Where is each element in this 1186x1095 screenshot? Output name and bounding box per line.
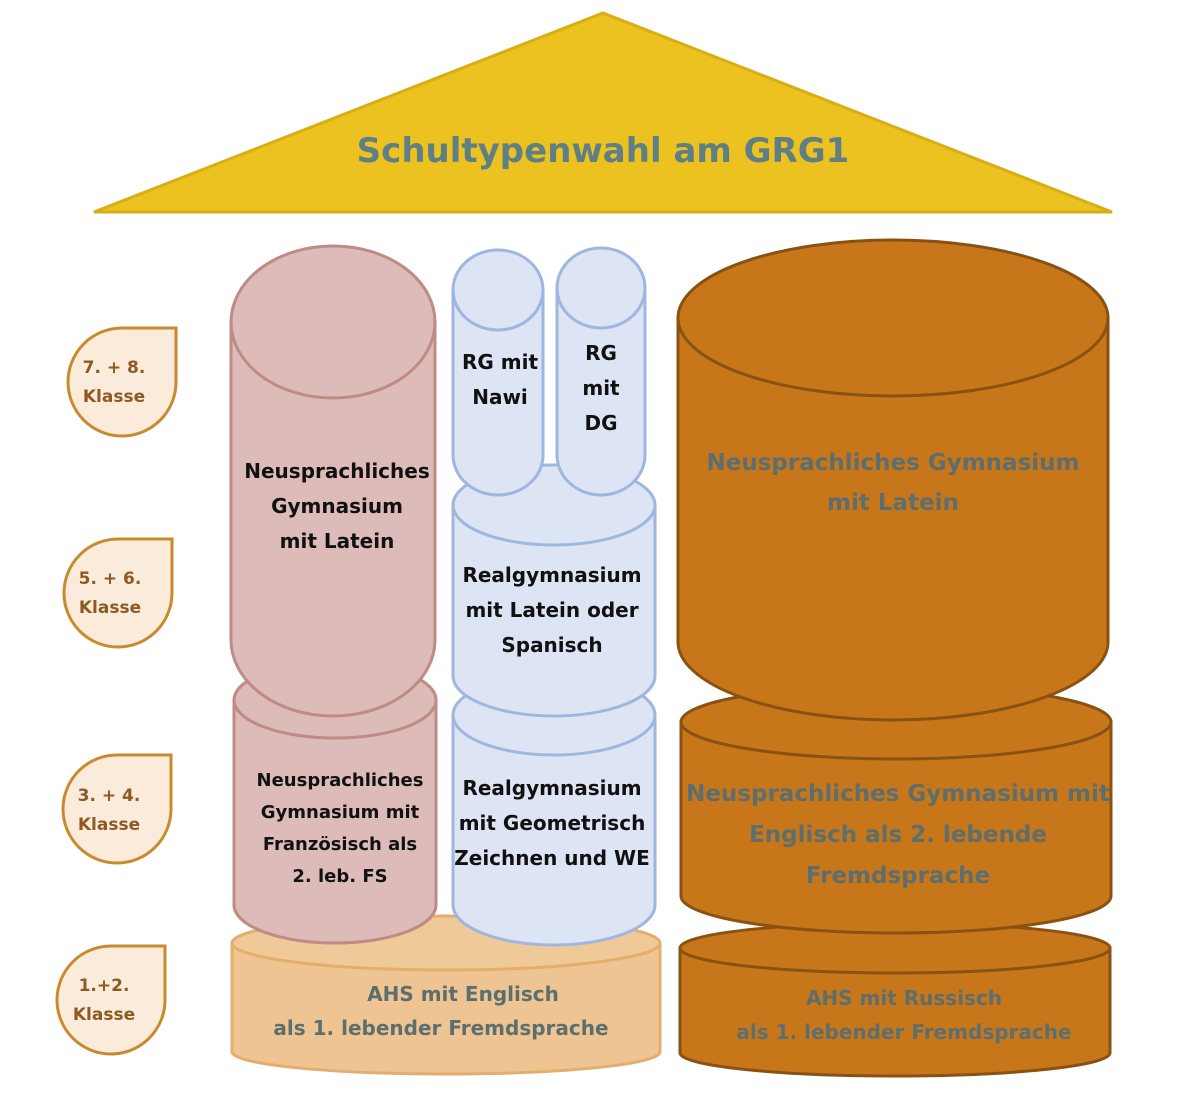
cylinder-ahs-russisch (678, 921, 1112, 1078)
grade-badge-5-6: 5. + 6. Klasse (62, 537, 174, 649)
grade-5-6-line2: Klasse (79, 598, 141, 618)
grade-badge-1-2: 1.+2. Klasse (55, 944, 167, 1056)
label-rg-dg-1: RG (585, 341, 617, 365)
label-ahs-russisch-2: als 1. lebender Fremdsprache (736, 1020, 1071, 1044)
grade-5-6-line1: 5. + 6. (79, 569, 142, 589)
label-rg-dg-2: mit (582, 376, 620, 400)
label-franz-3: Französisch als (263, 834, 417, 855)
grade-1-2-line1: 1.+2. (79, 976, 130, 996)
label-rg-nawi-2: Nawi (472, 385, 528, 409)
label-pink-latein-1: Neusprachliches (244, 459, 430, 483)
grade-badge-3-4: 3. + 4. Klasse (61, 753, 173, 865)
label-pink-latein-3: mit Latein (280, 529, 395, 553)
cylinder-neusprachlich-latein-pink (229, 244, 437, 718)
label-rg-geo-2: mit Geometrisch (459, 811, 646, 835)
label-franz-4: 2. leb. FS (292, 866, 387, 887)
label-rg-geo-1: Realgymnasium (462, 776, 641, 800)
label-rg-latein-1: Realgymnasium (462, 563, 641, 587)
label-rg-latein-2: mit Latein oder (465, 598, 638, 622)
cylinder-rg-latein-spanisch (451, 463, 657, 718)
label-rg-nawi-1: RG mit (462, 350, 538, 374)
grade-7-8-line1: 7. + 8. (83, 358, 146, 378)
label-orange-englisch-2: Englisch als 2. lebende (749, 822, 1047, 848)
label-franz-2: Gymnasium mit (261, 802, 420, 823)
label-rg-dg-3: DG (584, 411, 617, 435)
label-rg-geo-3: Zeichnen und WE (454, 846, 650, 870)
grade-badge-7-8: 7. + 8. Klasse (66, 326, 178, 438)
grade-1-2-line2: Klasse (73, 1005, 135, 1025)
label-orange-latein-1: Neusprachliches Gymnasium (707, 450, 1080, 476)
roof-title: Schultypenwahl am GRG1 (357, 131, 850, 171)
cylinder-rg-nawi (451, 248, 545, 497)
label-pink-latein-2: Gymnasium (271, 494, 403, 518)
cylinder-neusprachlich-latein-orange (676, 238, 1110, 722)
grade-3-4-line1: 3. + 4. (78, 786, 141, 806)
roof (93, 11, 1113, 214)
label-orange-englisch-1: Neusprachliches Gymnasium mit (686, 781, 1110, 807)
cylinder-neusprachlich-englisch (679, 683, 1113, 935)
label-franz-1: Neusprachliches (257, 770, 424, 791)
label-ahs-russisch-1: AHS mit Russisch (806, 986, 1002, 1010)
grade-7-8-line2: Klasse (83, 387, 145, 407)
label-ahs-englisch-1: AHS mit Englisch (367, 982, 559, 1006)
grade-3-4-line2: Klasse (78, 815, 140, 835)
cylinder-rg-dg (555, 246, 647, 497)
label-orange-englisch-3: Fremdsprache (806, 863, 990, 889)
label-rg-latein-3: Spanisch (501, 633, 602, 657)
label-orange-latein-2: mit Latein (827, 490, 959, 516)
label-ahs-englisch-2: als 1. lebender Fremdsprache (273, 1016, 608, 1040)
